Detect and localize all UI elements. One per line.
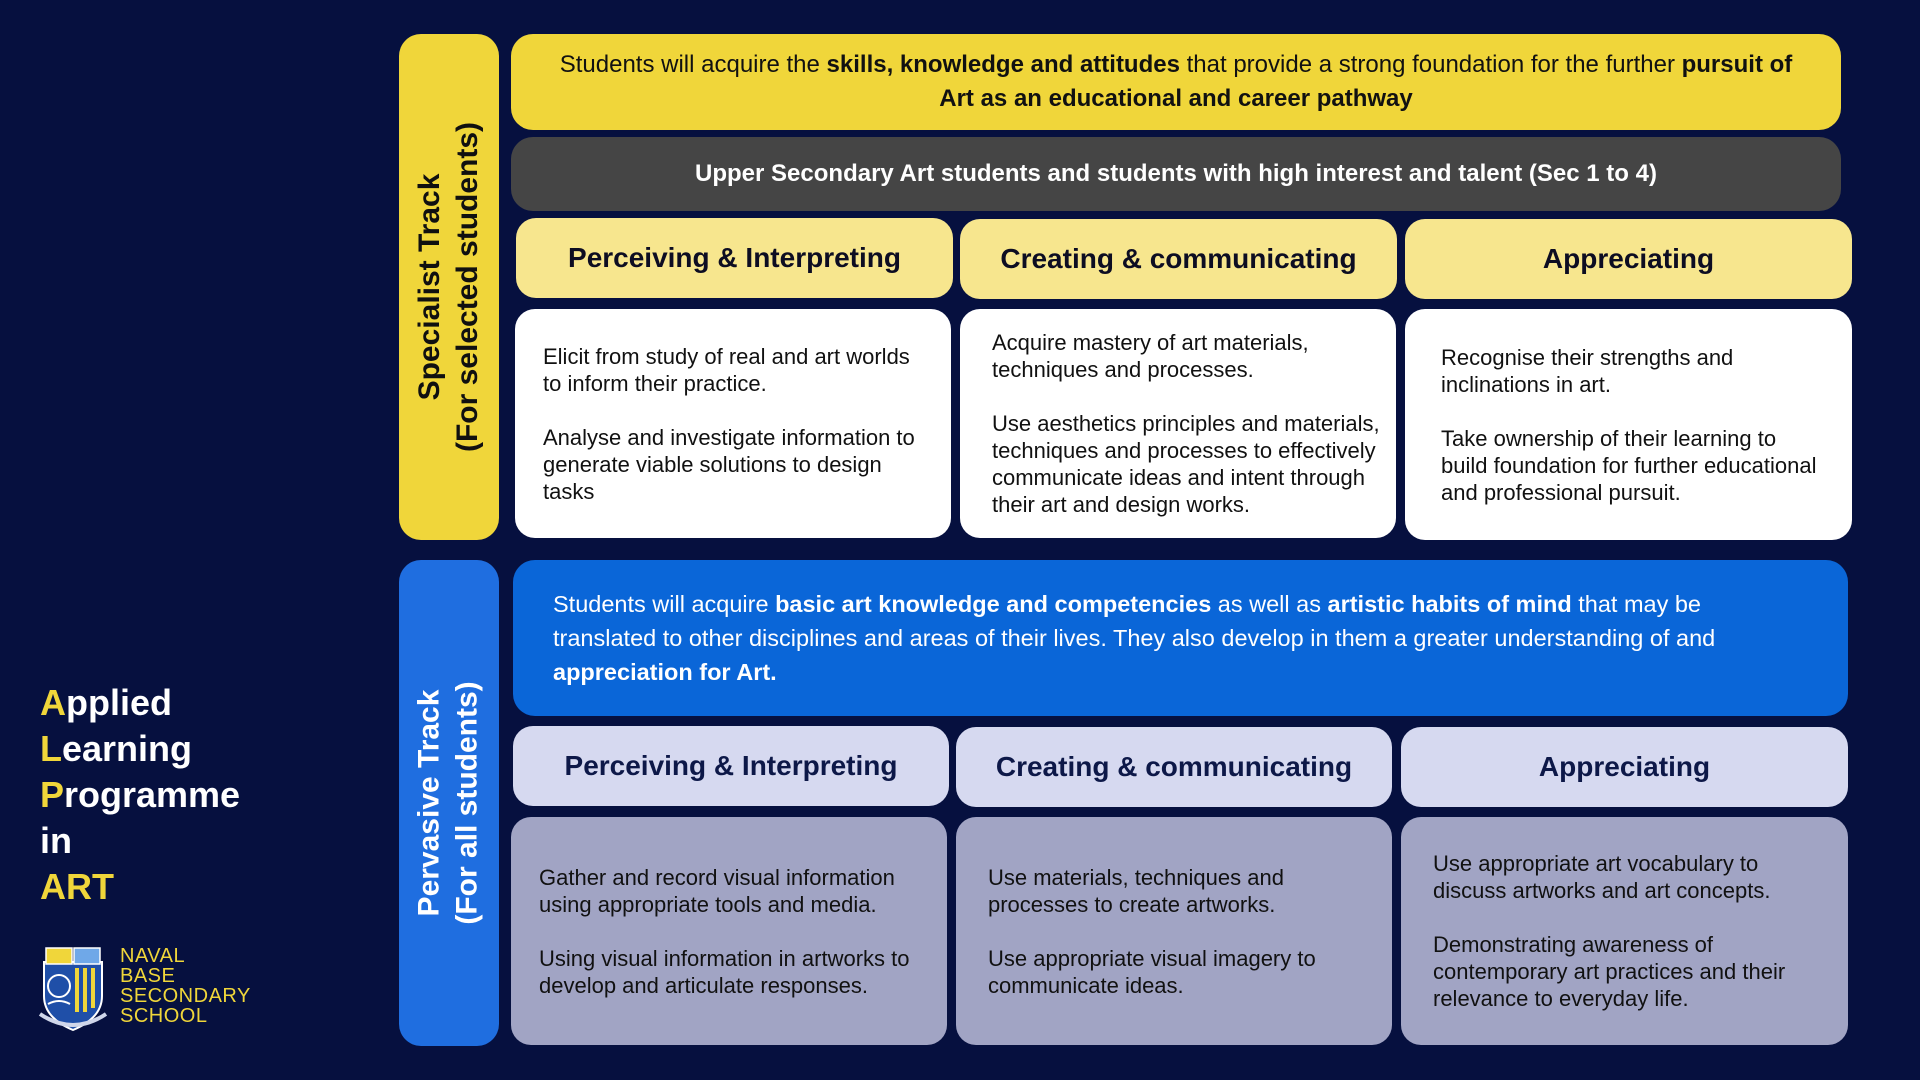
school-name-line: SCHOOL	[120, 1005, 208, 1027]
specialist-header-creating: Creating & communicating	[960, 219, 1397, 299]
pervasive-track-label: Pervasive Track (For all students)	[399, 560, 499, 1046]
pervasive-header-perceiving: Perceiving & Interpreting	[513, 726, 949, 806]
pervasive-track-subtitle: (For all students)	[451, 681, 484, 925]
title-line-applied: Applied	[40, 682, 172, 723]
programme-title: Applied Learning Programme in ART	[40, 680, 340, 910]
list-item: Take ownership of their learning to buil…	[1441, 425, 1817, 505]
pervasive-header-creating: Creating & communicating	[956, 727, 1392, 807]
specialist-track-label: Specialist Track (For selected students)	[399, 34, 499, 540]
specialist-track-title: Specialist Track	[413, 173, 446, 401]
list-item: Use aesthetics principles and materials,…	[992, 411, 1380, 517]
title-line-art: ART	[40, 866, 114, 907]
pervasive-goal-banner: Students will acquire basic art knowledg…	[513, 560, 1848, 716]
specialist-box-appreciating: Recognise their strengths and inclinatio…	[1405, 309, 1852, 540]
specialist-track-subtitle: (For selected students)	[451, 121, 484, 453]
list-item: Elicit from study of real and art worlds…	[543, 343, 910, 396]
list-item: Using visual information in artworks to …	[539, 945, 910, 998]
list-item: Use materials, techniques and processes …	[988, 864, 1284, 917]
school-name: NAVAL BASE SECONDARY SCHOOL	[120, 946, 251, 1026]
title-line-programme: Programme	[40, 774, 241, 815]
school-name-line: BASE	[120, 965, 176, 987]
list-item: Gather and record visual information usi…	[539, 864, 895, 917]
school-name-line: NAVAL	[120, 945, 186, 967]
list-item: Demonstrating awareness of contemporary …	[1433, 932, 1786, 1011]
school-crest-icon	[38, 944, 108, 1034]
pervasive-box-creating: Use materials, techniques and processes …	[956, 817, 1392, 1045]
pervasive-header-appreciating: Appreciating	[1401, 727, 1848, 807]
specialist-box-perceiving: Elicit from study of real and art worlds…	[515, 309, 951, 538]
pervasive-box-appreciating: Use appropriate art vocabulary to discus…	[1401, 817, 1848, 1045]
title-line-learning: Learning	[40, 728, 193, 769]
list-item: Analyse and investigate information to g…	[543, 424, 915, 504]
specialist-box-creating: Acquire mastery of art materials, techni…	[960, 309, 1396, 538]
pervasive-track-title: Pervasive Track	[413, 689, 446, 917]
specialist-header-perceiving: Perceiving & Interpreting	[516, 218, 953, 298]
list-item: Recognise their strengths and inclinatio…	[1441, 344, 1734, 397]
school-name-line: SECONDARY	[120, 985, 251, 1007]
title-line-in: in	[40, 820, 72, 861]
list-item: Use appropriate art vocabulary to discus…	[1433, 851, 1771, 903]
specialist-goal-banner: Students will acquire the skills, knowle…	[511, 34, 1841, 130]
list-item: Use appropriate visual imagery to commun…	[988, 945, 1316, 998]
pervasive-box-perceiving: Gather and record visual information usi…	[511, 817, 947, 1045]
specialist-header-appreciating: Appreciating	[1405, 219, 1852, 299]
list-item: Acquire mastery of art materials, techni…	[992, 330, 1309, 382]
specialist-audience-banner: Upper Secondary Art students and student…	[511, 137, 1841, 211]
